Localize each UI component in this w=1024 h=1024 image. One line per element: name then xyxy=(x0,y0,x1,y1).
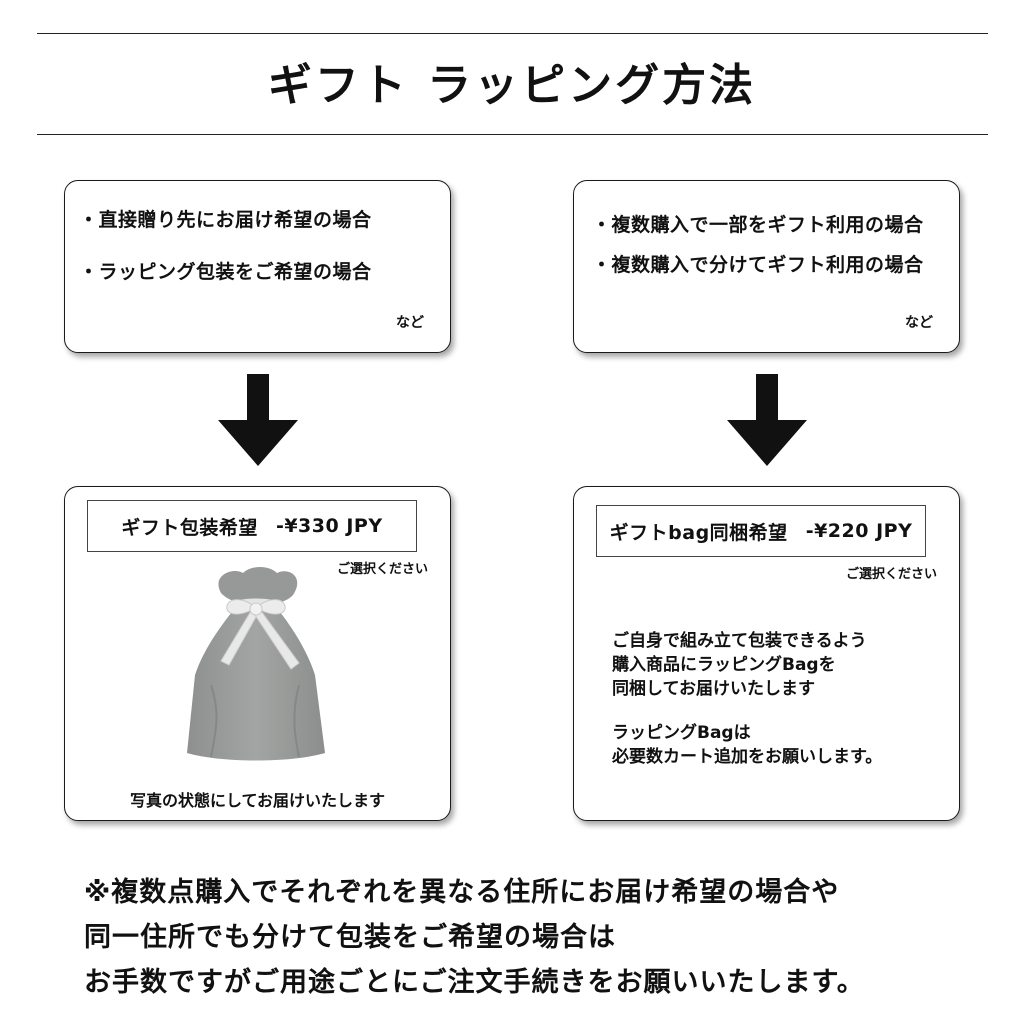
select-note: ご選択ください xyxy=(845,567,937,582)
top-divider xyxy=(37,33,988,34)
title-divider xyxy=(37,134,988,135)
option-label: ギフトbag同梱希望 xyxy=(609,521,788,544)
description-line: 購入商品にラッピングBagを xyxy=(612,655,836,675)
condition-bullet: ・ラッピング包装をご希望の場合 xyxy=(79,261,372,283)
condition-card-gift-bag: ・複数購入で一部をギフト利用の場合 ・複数購入で分けてギフト利用の場合 など xyxy=(573,180,960,353)
arrow-down-icon xyxy=(218,374,298,466)
option-card-gift-bag: ギフトbag同梱希望 -¥220 JPY ご選択ください ご自身で組み立て包装で… xyxy=(573,486,960,821)
condition-card-gift-wrap: ・直接贈り先にお届け希望の場合 ・ラッピング包装をご希望の場合 など xyxy=(64,180,451,353)
note-line: ※複数点購入でそれぞれを異なる住所にお届け希望の場合や xyxy=(84,877,840,908)
photo-caption: 写真の状態にしてお届けいたします xyxy=(129,791,386,810)
gift-bag-image xyxy=(187,567,325,761)
option-price: -¥330 JPY xyxy=(275,515,383,537)
note-line: お手数ですがご用途ごとにご注文手続きをお願いいたします。 xyxy=(84,967,865,998)
etc-label: など xyxy=(396,315,424,331)
description-line: 必要数カート追加をお願いします。 xyxy=(612,747,883,767)
page-title: ギフト ラッピング方法 xyxy=(267,60,757,111)
gift-wrap-option: ギフト包装希望 -¥330 JPY xyxy=(87,500,417,552)
condition-bullet: ・複数購入で一部をギフト利用の場合 xyxy=(592,214,924,236)
select-note: ご選択ください xyxy=(336,562,428,577)
description-line: ご自身で組み立て包装できるよう xyxy=(612,631,867,651)
condition-bullet: ・複数購入で分けてギフト利用の場合 xyxy=(592,254,924,276)
gift-bag-description: ご自身で組み立て包装できるよう 購入商品にラッピングBagを 同梱してお届けいた… xyxy=(612,629,867,701)
gift-bag-option: ギフトbag同梱希望 -¥220 JPY xyxy=(596,505,926,557)
condition-bullet: ・直接贈り先にお届け希望の場合 xyxy=(79,209,372,231)
footer-note: ※複数点購入でそれぞれを異なる住所にお届け希望の場合や 同一住所でも分けて包装を… xyxy=(84,870,865,1005)
option-label: ギフト包装希望 xyxy=(121,516,258,539)
arrow-down-icon xyxy=(727,374,807,466)
option-price: -¥220 JPY xyxy=(805,520,913,542)
gift-bag-cart-note: ラッピングBagは 必要数カート追加をお願いします。 xyxy=(612,721,882,769)
description-line: 同梱してお届けいたします xyxy=(612,679,815,699)
note-line: 同一住所でも分けて包装をご希望の場合は xyxy=(84,922,616,953)
etc-label: など xyxy=(905,315,933,331)
description-line: ラッピングBagは xyxy=(612,723,751,743)
option-card-gift-wrap: ギフト包装希望 -¥330 JPY ご選択ください 写真の状態にしてお届けいたし… xyxy=(64,486,451,821)
